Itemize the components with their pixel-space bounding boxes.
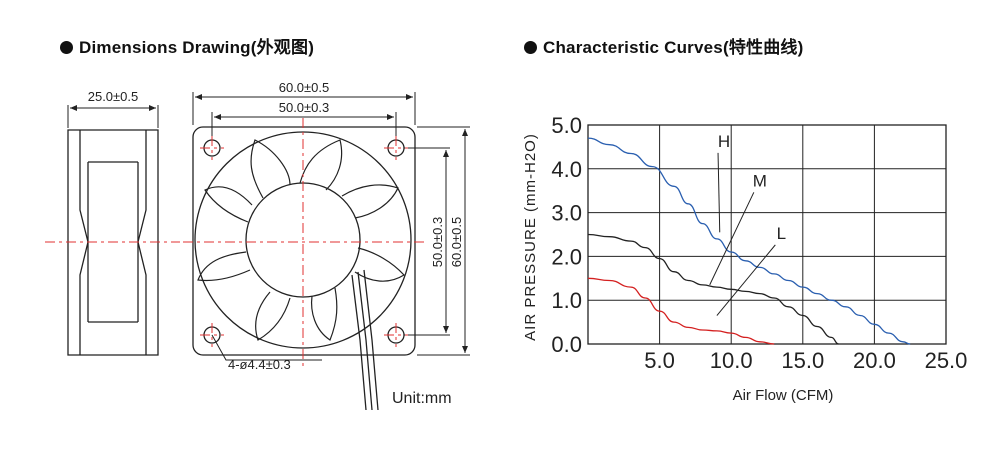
wire bbox=[357, 271, 373, 411]
wire bbox=[351, 274, 367, 411]
annotation-label-l: L bbox=[777, 224, 786, 243]
series-line-m bbox=[587, 233, 839, 345]
bullet-icon bbox=[524, 41, 537, 54]
chart-annotations: H M L bbox=[709, 132, 786, 316]
hole-spacing-v-label: 50.0±0.3 bbox=[430, 217, 445, 268]
wire bbox=[363, 269, 379, 411]
annotation-leader-h bbox=[717, 152, 721, 233]
hole-leader bbox=[211, 334, 322, 361]
x-tick-label: 20.0 bbox=[853, 348, 896, 373]
y-tick-label: 0.0 bbox=[551, 332, 582, 357]
depth-label: 25.0±0.5 bbox=[88, 89, 139, 104]
fan-frame bbox=[192, 126, 416, 356]
unit-label: Unit:mm bbox=[392, 390, 452, 407]
series-line-h bbox=[587, 137, 911, 345]
hole-spacing-label: 50.0±0.3 bbox=[279, 100, 330, 115]
bullet-icon bbox=[60, 41, 73, 54]
dimensions-heading: Dimensions Drawing(外观图) bbox=[60, 33, 314, 58]
x-tick-label: 25.0 bbox=[925, 348, 968, 373]
y-tick-label: 5.0 bbox=[551, 113, 582, 138]
annotation-label-h: H bbox=[718, 132, 730, 151]
chart-series bbox=[587, 137, 911, 345]
x-tick-label: 10.0 bbox=[710, 348, 753, 373]
outer-height-label: 60.0±0.5 bbox=[449, 217, 464, 268]
y-tick-label: 3.0 bbox=[551, 201, 582, 226]
annotation-label-m: M bbox=[753, 171, 767, 190]
plot-frame bbox=[587, 124, 947, 345]
center-lines bbox=[45, 118, 428, 368]
y-axis-label: AIR PRESSURE (mm-H2O) bbox=[522, 133, 539, 341]
annotation-leader-m bbox=[709, 192, 755, 286]
dimensions-title: Dimensions Drawing(外观图) bbox=[79, 38, 315, 57]
dim-arrows bbox=[70, 94, 468, 353]
outer-width-label: 60.0±0.5 bbox=[279, 80, 330, 95]
series-line-l bbox=[587, 277, 775, 345]
holes-label: 4-ø4.4±0.3 bbox=[228, 357, 291, 372]
side-view-outline bbox=[67, 129, 159, 356]
y-tick-labels: 0.0 1.0 2.0 3.0 4.0 5.0 bbox=[551, 113, 582, 357]
y-tick-label: 4.0 bbox=[551, 157, 582, 182]
y-tick-label: 1.0 bbox=[551, 288, 582, 313]
curves-title: Characteristic Curves(特性曲线) bbox=[543, 38, 804, 57]
fan-blades bbox=[197, 139, 405, 341]
x-axis-label: Air Flow (CFM) bbox=[733, 387, 834, 404]
annotation-leader-l bbox=[716, 244, 776, 316]
chart-grid bbox=[587, 124, 947, 345]
x-tick-label: 5.0 bbox=[644, 348, 675, 373]
x-tick-labels: 5.0 10.0 15.0 20.0 25.0 bbox=[644, 348, 967, 373]
y-tick-label: 2.0 bbox=[551, 244, 582, 269]
x-tick-label: 15.0 bbox=[781, 348, 824, 373]
curves-heading: Characteristic Curves(特性曲线) bbox=[524, 33, 803, 58]
